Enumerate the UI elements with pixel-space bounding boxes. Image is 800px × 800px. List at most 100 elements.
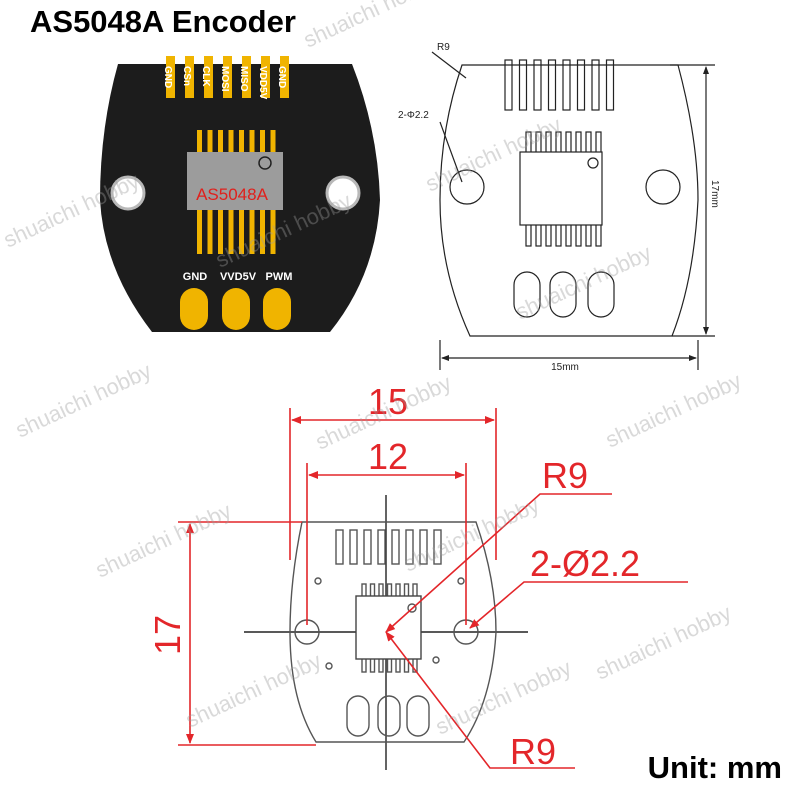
drawing-outline <box>289 521 497 743</box>
r9-top-leader <box>385 493 612 633</box>
sketch-leg <box>585 131 592 155</box>
sketch-leg <box>575 223 582 247</box>
bottom-pin-label-pwm: PWM <box>266 271 293 283</box>
watermark: shuaichi hobby <box>300 0 444 53</box>
drawing-leg <box>361 657 367 673</box>
drawing-top-slots <box>335 529 442 565</box>
sketch-pad-1 <box>513 271 541 318</box>
r9-bottom-leader <box>385 631 575 769</box>
chip-leg <box>260 208 265 254</box>
drawing-slot <box>363 529 372 565</box>
sketch-pad-2 <box>549 271 577 318</box>
top-pad <box>185 56 194 98</box>
sketch-leg <box>525 223 532 247</box>
drawing-dot-3 <box>325 662 333 670</box>
drawing-pad-1 <box>346 695 370 737</box>
chip-leg <box>207 208 213 254</box>
top-pads <box>166 56 289 98</box>
chip-leg <box>197 130 202 154</box>
chip-leg <box>249 208 255 254</box>
r9-top-label: R9 <box>542 455 588 496</box>
top-pin-label: CLK <box>200 66 211 87</box>
top-pad <box>166 56 175 98</box>
board-sketch <box>431 51 715 370</box>
watermark: shuaichi hobby <box>92 498 236 583</box>
sketch-slot <box>504 59 513 111</box>
sketch-leg <box>565 223 572 247</box>
watermark: shuaichi hobby <box>512 240 656 325</box>
chip-leg <box>228 130 234 154</box>
watermark: shuaichi hobby <box>400 492 544 577</box>
sketch-slot <box>562 59 571 111</box>
sketch-top-slots <box>504 59 615 111</box>
drawing-slot <box>405 529 414 565</box>
sketch-width-label: 15mm <box>551 362 579 373</box>
chip-leg <box>239 208 244 254</box>
drawing-slot <box>433 529 442 565</box>
top-pin-label: MISO <box>238 66 249 92</box>
bottom-pad-vvd5v <box>222 288 250 330</box>
mount-hole-right <box>325 175 361 211</box>
top-pad <box>204 56 213 98</box>
sketch-slot <box>533 59 542 111</box>
sketch-holes-label: 2-Φ2.2 <box>398 110 429 121</box>
sketch-leader-r9 <box>431 51 467 79</box>
drawing-pin1-dot <box>407 603 417 613</box>
chip-leg <box>228 208 234 254</box>
chip-leg <box>260 130 265 154</box>
top-pad <box>242 56 251 98</box>
chip-label: AS5048A <box>196 185 268 204</box>
sketch-chip <box>519 151 603 226</box>
sketch-leg <box>555 223 562 247</box>
chip-leg <box>239 130 244 154</box>
drawing-leg <box>395 657 401 673</box>
chip-leg <box>270 208 276 254</box>
chip-leg <box>218 208 223 254</box>
watermark: shuaichi hobby <box>592 600 736 685</box>
drawing-slot <box>349 529 358 565</box>
sketch-slot <box>576 59 586 111</box>
chip-leg <box>270 130 276 154</box>
chip-legs <box>197 130 276 254</box>
bottom-pin-label-gnd: GND <box>183 271 208 283</box>
sketch-pin1-dot <box>587 157 599 169</box>
drawing-leg <box>369 657 376 673</box>
sketch-height-label: 17mm <box>709 180 720 208</box>
top-pad <box>280 56 289 98</box>
drawing-slot <box>391 529 400 565</box>
chip-leg <box>197 208 202 254</box>
top-pin-label: GND <box>276 66 287 88</box>
bottom-pad-pwm <box>263 288 291 330</box>
sketch-leg <box>545 223 552 247</box>
sketch-leg <box>595 131 602 155</box>
dim-12-label: 12 <box>368 436 408 477</box>
sketch-leg <box>575 131 582 155</box>
bottom-pad-gnd <box>180 288 208 330</box>
sketch-hole-right <box>645 169 681 205</box>
dim-15-label: 15 <box>368 381 408 422</box>
sketch-leader-holes <box>439 121 463 183</box>
sketch-hole-left <box>449 169 485 205</box>
unit-label: Unit: mm <box>647 750 782 785</box>
sketch-leg <box>535 223 542 247</box>
drawing-slot <box>377 529 386 565</box>
sketch-slot <box>518 59 528 111</box>
chip-leg <box>249 130 255 154</box>
watermark: shuaichi hobby <box>12 358 156 443</box>
sketch-slot <box>591 59 600 111</box>
top-pin-label: CSn <box>181 66 192 86</box>
chip-pin1-dot <box>258 156 272 170</box>
dim-17-label: 17 <box>147 615 188 655</box>
top-pin-label: GND <box>162 66 173 88</box>
sketch-leg <box>585 223 592 247</box>
drawing-pad-3 <box>406 695 430 737</box>
chip-body <box>187 152 283 210</box>
sketch-leg <box>595 223 602 247</box>
drawing-leg <box>378 657 384 673</box>
top-pad <box>261 56 270 98</box>
sketch-leg <box>565 131 572 155</box>
chip-leg <box>207 130 213 154</box>
